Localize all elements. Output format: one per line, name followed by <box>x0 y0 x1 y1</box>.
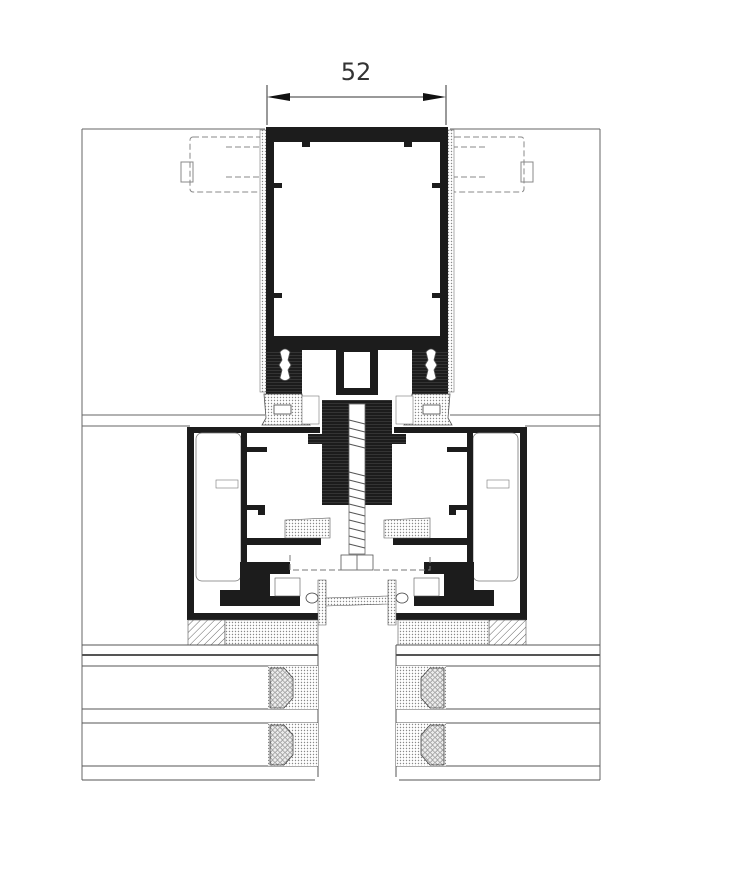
upper-glass-right <box>450 128 601 780</box>
bracket-left-dashed <box>180 136 263 193</box>
dimension-52: 52 <box>266 58 447 125</box>
base-filler-right <box>397 619 527 646</box>
fixing-screw <box>340 403 374 571</box>
dimension-label: 52 <box>341 58 372 86</box>
upper-glass-left <box>81 128 265 780</box>
transom-profile-left <box>187 427 331 620</box>
inner-bracket-dashed <box>289 555 431 571</box>
base-filler-left <box>187 619 319 646</box>
transom-profile-right <box>383 427 527 620</box>
mullion-box-profile <box>259 127 455 395</box>
glazing-gasket-upper-left <box>261 393 311 426</box>
bracket-right-dashed <box>451 136 534 193</box>
warm-edge-spacer-right <box>396 666 446 766</box>
warm-edge-spacer-left <box>268 666 318 766</box>
thermal-break-strip <box>305 579 409 626</box>
